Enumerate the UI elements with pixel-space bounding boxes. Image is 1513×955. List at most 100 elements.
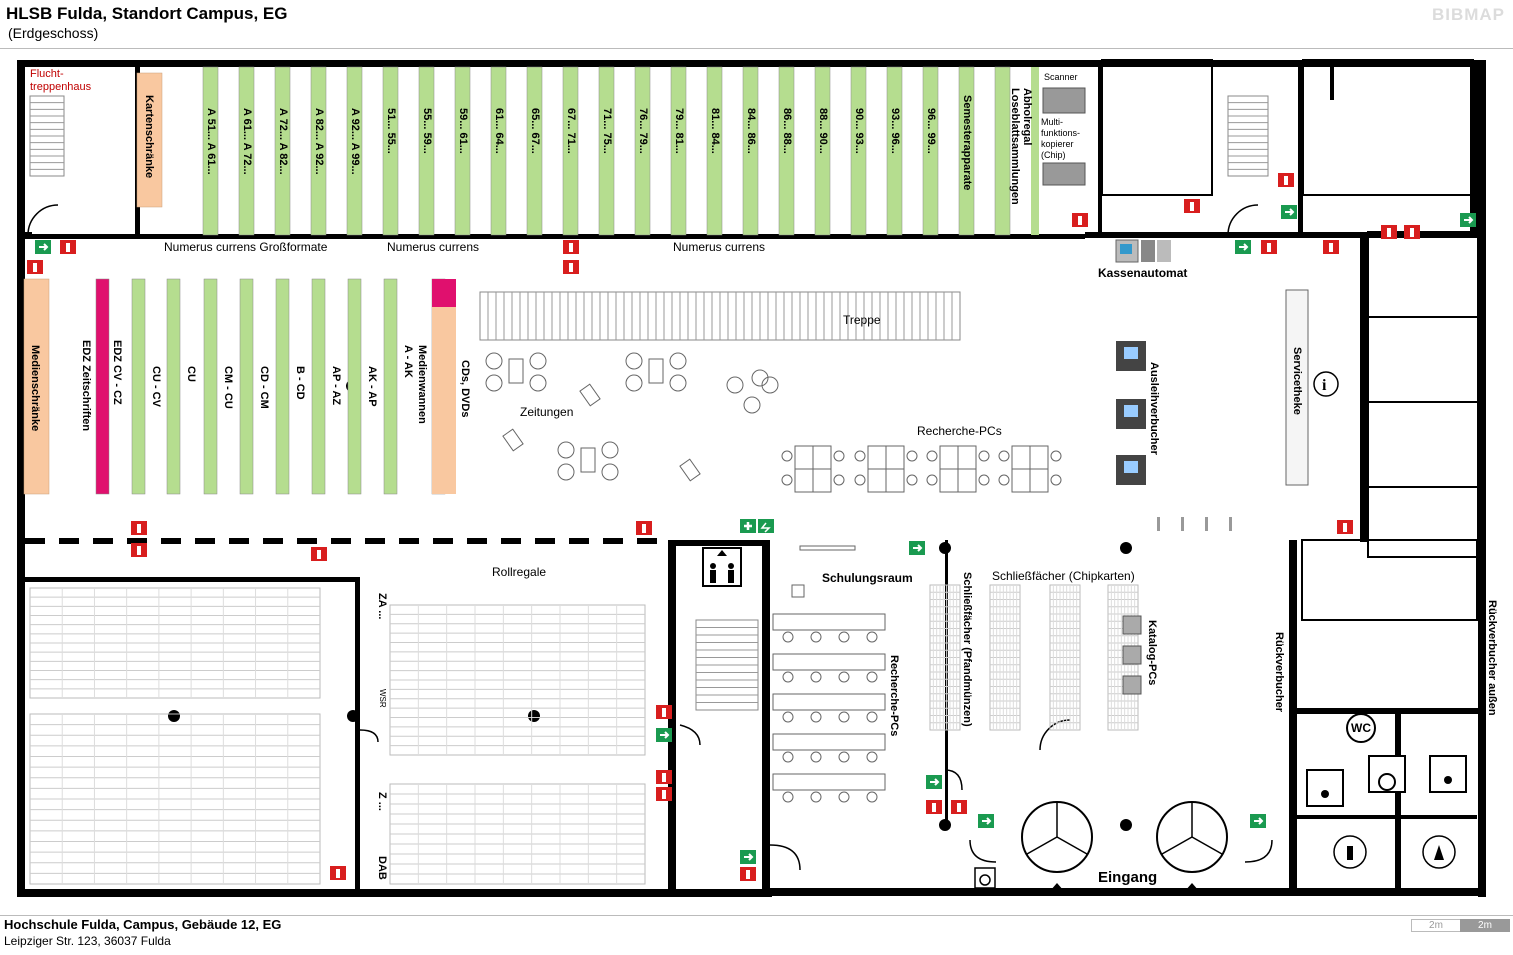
top-shelf-label: 86... 88...	[781, 108, 793, 154]
top-shelf-label: 55... 59...	[421, 108, 433, 154]
wall	[25, 234, 1085, 239]
baby-figure	[1321, 790, 1329, 798]
reading-chair	[669, 374, 687, 392]
column	[347, 710, 359, 722]
top-shelf-label: 81... 84...	[709, 108, 721, 154]
partition-dash	[195, 538, 215, 544]
footer-address-title: Hochschule Fulda, Campus, Gebäude 12, EG	[4, 917, 282, 932]
shelf-top	[454, 66, 471, 236]
page-title: HLSB Fulda, Standort Campus, EG	[6, 4, 288, 23]
shelf-middle	[311, 278, 326, 495]
label-treppe: Treppe	[843, 313, 881, 327]
shelf-top	[886, 66, 903, 236]
fire-extinguisher-glyph	[1284, 176, 1288, 185]
fire-extinguisher-glyph	[1329, 243, 1333, 252]
door	[359, 729, 379, 743]
top-shelf-label: 59... 61...	[457, 108, 469, 154]
top-shelf-label: 65... 67...	[529, 108, 541, 154]
partition-dash	[535, 538, 555, 544]
top-shelf-label: Semesterapparate	[961, 95, 973, 191]
office-room	[1101, 59, 1213, 196]
top-shelf-label: A 61... A 72...	[241, 108, 253, 175]
reading-chair	[557, 463, 575, 481]
label-rollregale: Rollregale	[492, 565, 547, 579]
shelf-middle	[95, 278, 110, 495]
fire-extinguisher-glyph	[33, 263, 37, 272]
top-shelf-label: A 92... A 99...	[349, 108, 361, 175]
entrance-arrow-icon	[1185, 883, 1199, 891]
barrier	[1205, 517, 1208, 531]
shelf-top	[274, 66, 291, 236]
wall	[17, 60, 1486, 67]
top-shelf-label: A 72... A 82...	[277, 108, 289, 175]
partition-dash	[263, 538, 283, 544]
chair	[838, 791, 850, 803]
wall	[17, 889, 772, 897]
partition-dash	[399, 538, 419, 544]
shelf-top	[778, 66, 795, 236]
wall	[17, 232, 32, 237]
wall	[17, 60, 25, 897]
shelf-top	[238, 66, 255, 236]
pc-chair	[833, 450, 845, 462]
shelf-top	[562, 66, 579, 236]
shelf-top	[958, 66, 975, 236]
chair	[866, 631, 878, 643]
label-recherche-pcs-room: Recherche-PCs	[888, 655, 900, 737]
entrance-arrow-icon	[1050, 883, 1064, 891]
wall	[1085, 232, 1485, 238]
fire-extinguisher-glyph	[642, 524, 646, 533]
fire-extinguisher-glyph	[137, 524, 141, 533]
pc-chair	[906, 450, 918, 462]
partition-dash	[127, 538, 147, 544]
fire-extinguisher-glyph	[569, 243, 573, 252]
side-room	[1367, 231, 1479, 318]
reading-chair	[625, 374, 643, 392]
top-shelf-label: 88... 90...	[817, 108, 829, 154]
column	[528, 710, 540, 722]
label-kassenautomat: Kassenautomat	[1098, 266, 1188, 280]
fire-extinguisher-glyph	[746, 870, 750, 879]
door	[969, 839, 997, 863]
header-divider	[0, 48, 1513, 49]
side-table	[579, 383, 601, 407]
chair	[782, 631, 794, 643]
door	[1227, 204, 1259, 236]
lounge-chair	[743, 396, 761, 414]
partition-dash	[161, 538, 181, 544]
top-shelf-label: A 51... A 61...	[205, 108, 217, 175]
kiosk-screen	[1124, 461, 1138, 473]
top-shelf-label: 67... 71...	[565, 108, 577, 154]
pc-chair	[926, 450, 938, 462]
fire-extinguisher-glyph	[662, 708, 666, 717]
partition-dash	[569, 538, 589, 544]
pc-chair	[854, 450, 866, 462]
fire-extinguisher-glyph	[317, 550, 321, 559]
staff-room	[1302, 59, 1474, 196]
chair	[838, 671, 850, 683]
servicetheke	[1285, 289, 1309, 486]
copier-icon	[1042, 162, 1086, 186]
door	[1244, 839, 1273, 863]
label-wsr: WSR	[378, 689, 387, 708]
fire-extinguisher-glyph	[1343, 523, 1347, 532]
shelf-middle	[203, 278, 218, 495]
baby-changing-icon	[1429, 755, 1467, 793]
label-numerus-currens-2: Numerus currens	[673, 240, 766, 254]
wall	[1470, 60, 1482, 235]
scale-bar-right: 2m	[1460, 919, 1510, 932]
exit-arrow-icon	[982, 817, 992, 825]
label-za: ZA ...	[376, 593, 388, 620]
partition-dash	[297, 538, 317, 544]
label-rueckverbucher: Rückverbucher	[1273, 632, 1285, 713]
chair	[810, 751, 822, 763]
shelf-top	[922, 66, 939, 236]
pc-chair	[1050, 474, 1062, 486]
exit-arrow-icon	[660, 731, 670, 739]
partition-dash	[637, 538, 657, 544]
lounge-chair	[751, 369, 769, 387]
pc-chair	[1050, 450, 1062, 462]
top-shelf-label: Abholregal Loseblattsammlungen	[1009, 88, 1033, 205]
kiosk-screen	[1124, 347, 1138, 359]
katalog-pc-icon	[1122, 615, 1142, 635]
